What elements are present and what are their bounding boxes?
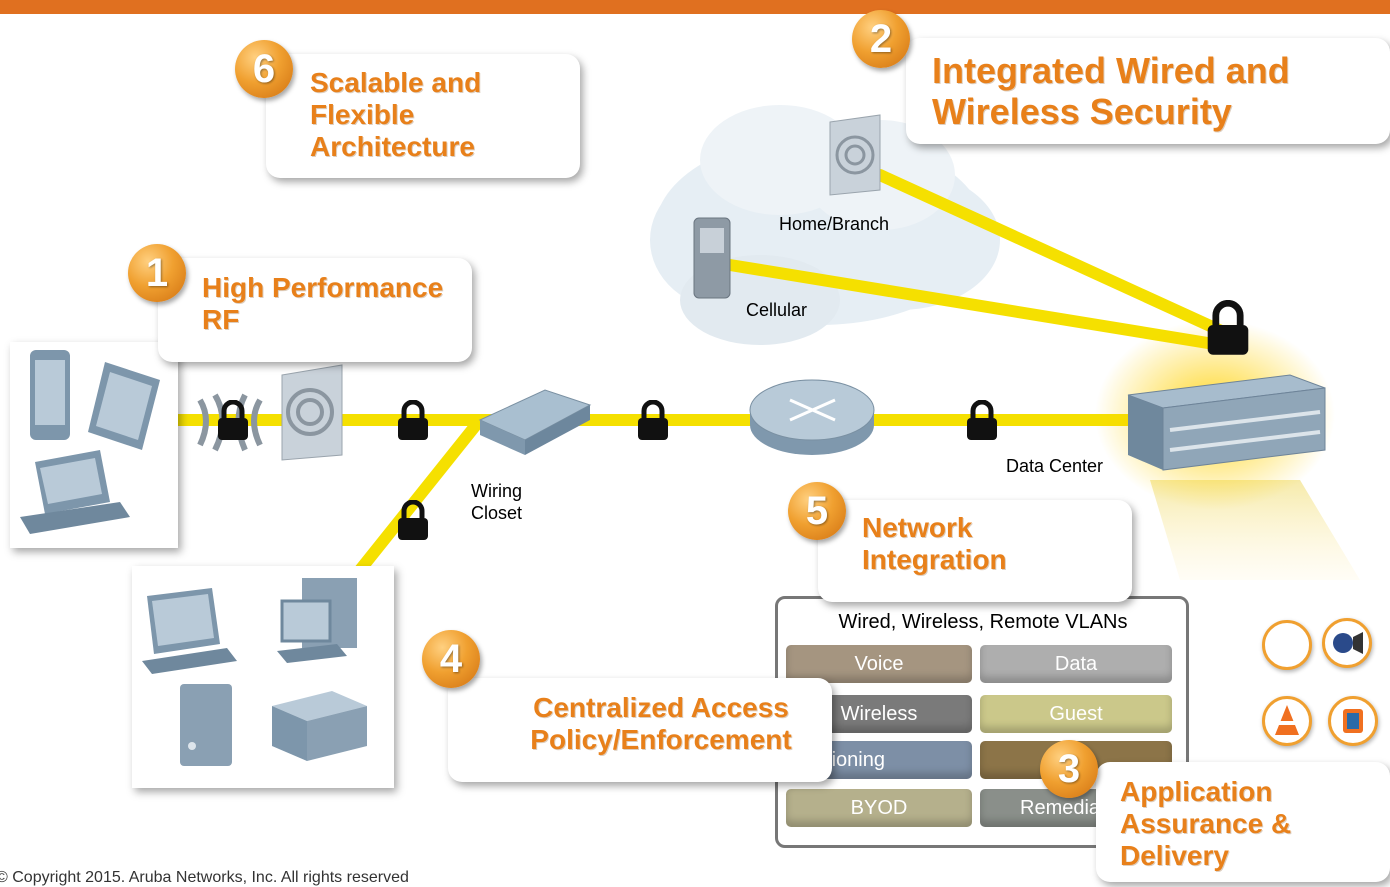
mobile-devices-icon bbox=[20, 350, 160, 534]
wired-devices-group bbox=[132, 566, 394, 788]
top-accent-bar bbox=[0, 0, 1390, 14]
vlan-panel-title: Wired, Wireless, Remote VLANs bbox=[838, 611, 1128, 633]
cellular-phone-icon bbox=[693, 217, 731, 299]
lock-icon bbox=[398, 400, 428, 440]
controller-icon bbox=[1127, 374, 1326, 471]
switch-icon bbox=[478, 389, 592, 455]
callout-1-text: High Performance RF bbox=[202, 272, 444, 336]
vlan-byod: BYOD bbox=[786, 789, 972, 827]
vlan-panel: Wired, Wireless, Remote VLANs Voice Data… bbox=[775, 596, 1189, 848]
wired-devices-icon bbox=[142, 578, 367, 766]
callout-4-text: Centralized Access Policy/Enforcement bbox=[530, 692, 792, 756]
satellite-app-icon bbox=[1262, 620, 1312, 670]
callout-6-text: Scalable and Flexible Architecture bbox=[310, 67, 482, 163]
callout-1-number: 1 bbox=[128, 244, 186, 302]
cellular-label: Cellular bbox=[746, 300, 808, 320]
lock-icon bbox=[218, 400, 248, 440]
media-app-icon bbox=[1328, 696, 1378, 746]
access-point-icon bbox=[281, 364, 343, 461]
wiring-closet-label: Wiring Closet bbox=[471, 481, 523, 523]
callout-5-text: Network Integration bbox=[862, 512, 1007, 576]
callout-3-text: Application Assurance & Delivery bbox=[1120, 776, 1292, 872]
callout-scalable-architecture bbox=[266, 54, 580, 178]
callout-4-number: 4 bbox=[422, 630, 480, 688]
home-access-point-icon bbox=[829, 114, 881, 196]
vlan-guest: Guest bbox=[980, 695, 1172, 733]
media-player-icon bbox=[1343, 709, 1363, 733]
copyright-footer: © Copyright 2015. Aruba Networks, Inc. A… bbox=[0, 869, 409, 886]
callout-2-number: 2 bbox=[852, 10, 910, 68]
video-camera-icon bbox=[1333, 632, 1363, 654]
vlan-data: Data bbox=[980, 645, 1172, 683]
lock-icon bbox=[638, 400, 668, 440]
mobile-devices-group bbox=[10, 342, 178, 548]
home-branch-label: Home/Branch bbox=[779, 214, 890, 234]
vlan-voice: Voice bbox=[786, 645, 972, 683]
video-app-icon bbox=[1322, 618, 1372, 668]
callout-2-text: Integrated Wired and Wireless Security bbox=[932, 50, 1290, 133]
callout-3-number: 3 bbox=[1040, 740, 1098, 798]
callout-network-integration bbox=[818, 500, 1132, 602]
callout-6-number: 6 bbox=[235, 40, 293, 98]
router-icon bbox=[749, 379, 875, 455]
lock-icon bbox=[967, 400, 997, 440]
lock-icon bbox=[398, 500, 428, 540]
data-center-lock-icon bbox=[1207, 300, 1249, 355]
callout-high-performance-rf bbox=[158, 258, 472, 362]
vlc-app-icon bbox=[1262, 696, 1312, 746]
callout-wired-wireless-security bbox=[906, 38, 1390, 144]
callout-application-assurance bbox=[1096, 762, 1390, 882]
rf-waves-icon bbox=[197, 393, 263, 452]
callout-centralized-access bbox=[448, 678, 832, 782]
data-center-label: Data Center bbox=[1006, 456, 1104, 476]
traffic-cone-icon bbox=[1275, 705, 1299, 735]
callout-5-number: 5 bbox=[788, 482, 846, 540]
